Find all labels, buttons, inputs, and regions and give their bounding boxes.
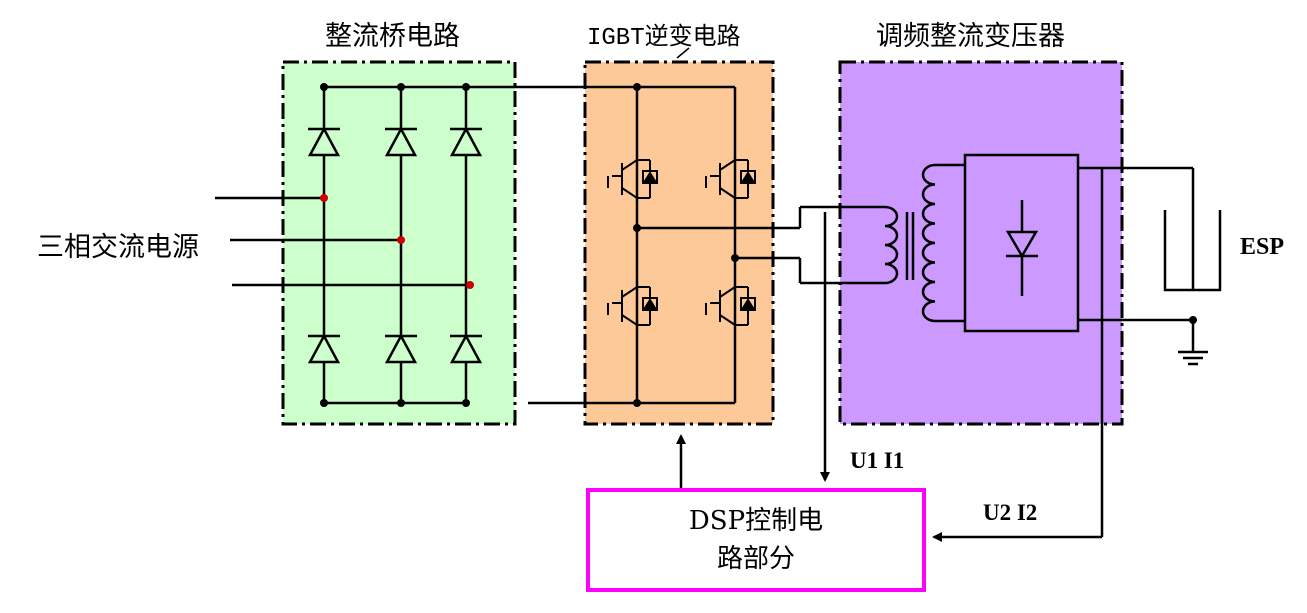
inverter-title-leader xyxy=(676,47,690,59)
diode-d3-icon xyxy=(384,126,418,157)
ac-input-nodes xyxy=(320,194,474,289)
dsp-control-block xyxy=(586,488,926,592)
inverter-block xyxy=(583,60,775,426)
u1-i1-label: U1 I1 xyxy=(850,448,905,473)
igbt-inverter xyxy=(585,85,885,405)
dsp-label-line1: DSP控制电 xyxy=(688,506,824,536)
diode-d6-icon xyxy=(384,333,418,364)
transformer-title: 调频整流变压器 xyxy=(876,21,1065,52)
hf-transformer xyxy=(884,153,1195,333)
source-label: 三相交流电源 xyxy=(37,232,199,263)
inverter-title: IGBT逆变电路 xyxy=(587,25,741,52)
rectifier-title: 整流桥电路 xyxy=(325,21,460,52)
hv-diode-icon xyxy=(1005,200,1039,296)
rectifier-diodes xyxy=(307,126,483,364)
diode-d2-icon xyxy=(449,333,483,364)
diode-d4-icon xyxy=(307,333,341,364)
igbt-q4-icon xyxy=(705,286,756,326)
rectifier-nodes xyxy=(320,83,470,407)
esp-label: ESP xyxy=(1240,234,1285,260)
transformer-block xyxy=(838,60,1124,426)
igbt-q3-icon xyxy=(705,159,756,199)
dsp-label: DSP控制电 路部分 xyxy=(588,502,924,578)
igbt-q1-icon xyxy=(607,159,658,199)
igbt-q2-icon xyxy=(607,286,658,326)
igbt-switches xyxy=(607,159,756,326)
diode-d5-icon xyxy=(449,126,483,157)
esp-electrode-icon xyxy=(1163,210,1222,366)
diode-d1-icon xyxy=(307,126,341,157)
inverter-nodes xyxy=(633,83,739,407)
ground-node xyxy=(1189,316,1197,324)
u2-i2-label: U2 I2 xyxy=(983,500,1038,525)
dsp-label-line2: 路部分 xyxy=(716,544,795,574)
control-wiring xyxy=(676,168,1104,542)
